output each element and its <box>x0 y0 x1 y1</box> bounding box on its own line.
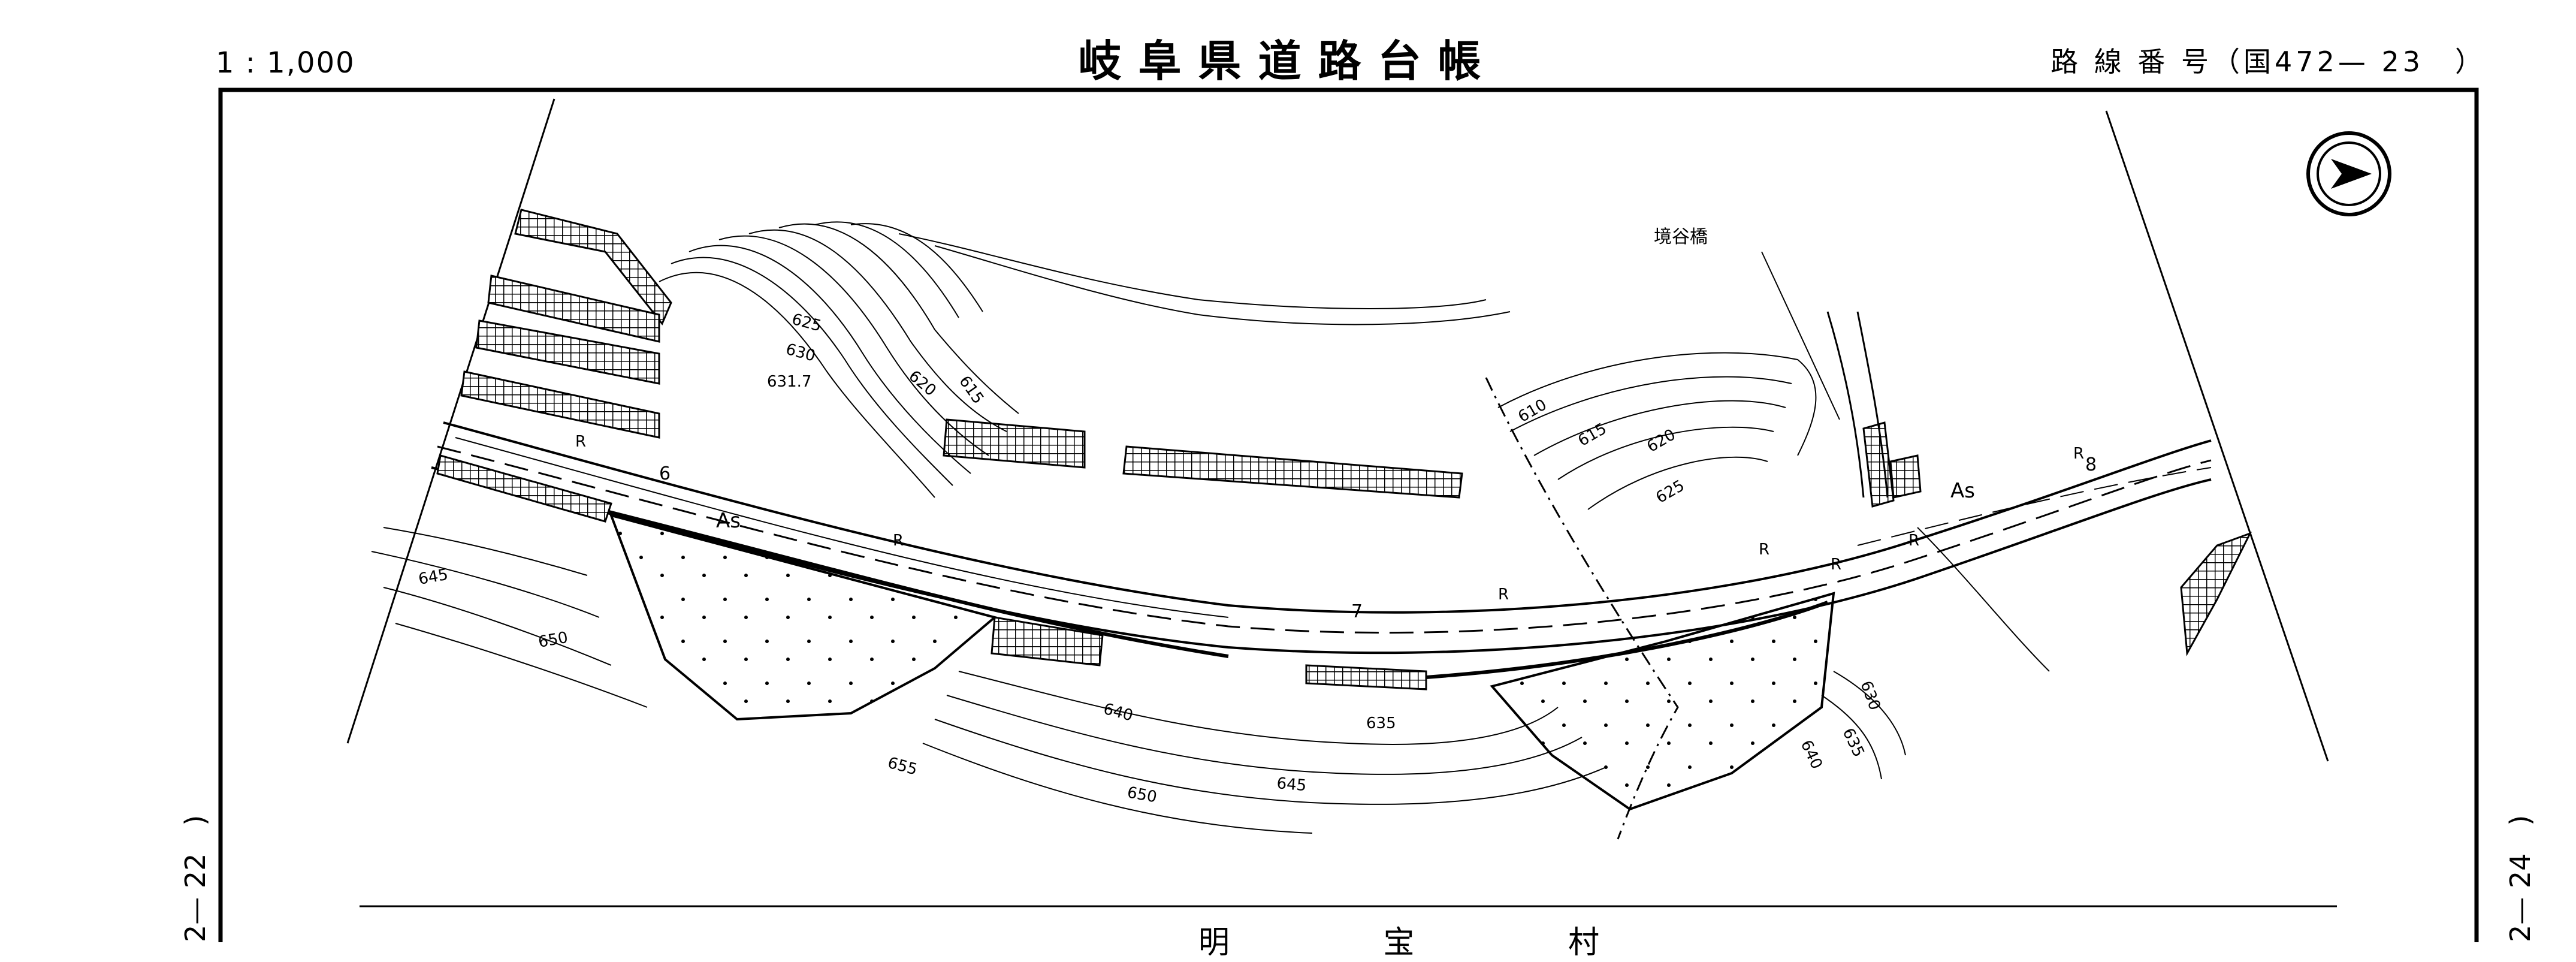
contour-label: 635 <box>1839 725 1868 760</box>
contour-label: 635 <box>1366 714 1396 732</box>
contour-label: 620 <box>1644 426 1679 456</box>
road <box>431 421 2212 679</box>
area-name: 明 宝 村 <box>1198 925 1672 961</box>
contour-label: 625 <box>1653 477 1688 507</box>
contour-label: 631.7 <box>767 373 811 391</box>
contour-label: 655 <box>886 754 919 779</box>
contour-label: 630 <box>1856 678 1883 713</box>
bridge-name: 境谷橋 <box>1654 227 1708 248</box>
road-surface-label: As <box>716 509 741 533</box>
page-title: 岐阜県道路台帳 <box>1078 35 1498 86</box>
boundary-dashdot <box>1485 377 1679 840</box>
route-marker: 7 <box>1351 601 1363 622</box>
contour-label: 640 <box>1797 737 1826 772</box>
retaining-mark: R <box>1908 532 1919 550</box>
route-marker: 8 <box>2085 454 2097 475</box>
contour-label: 645 <box>417 566 449 589</box>
contour-label: 650 <box>537 629 569 652</box>
map-frame <box>218 88 2479 942</box>
retaining-mark: R <box>1498 586 1509 604</box>
retaining-mark: R <box>1759 541 1769 559</box>
contour-label: 650 <box>1126 783 1158 806</box>
road-surface-label: As <box>1950 479 1975 503</box>
contour-label: 615 <box>955 373 987 408</box>
contour-label: 645 <box>1276 774 1307 795</box>
next-sheet-ref: 2— 24 ) <box>2504 815 2536 942</box>
retaining-mark: R <box>893 532 904 550</box>
route-number: 路 線 番 号（国472— 23 ） <box>2050 46 2486 78</box>
map-scale: 1 : 1,000 <box>216 46 355 80</box>
route-marker: 6 <box>659 463 671 484</box>
contour-lines <box>371 221 2050 834</box>
contour-label: 630 <box>784 340 817 366</box>
embankments <box>609 514 1835 811</box>
retaining-mark: R <box>2073 445 2084 463</box>
contour-label: 610 <box>1515 396 1550 426</box>
bridge <box>1761 251 1889 498</box>
contour-label: 640 <box>1101 700 1135 725</box>
boundary-right <box>2105 110 2329 762</box>
retaining-mark: R <box>575 433 586 451</box>
contour-label: 625 <box>790 310 823 336</box>
prev-sheet-ref: 2— 22 ) <box>179 815 212 942</box>
north-arrow <box>2306 131 2391 216</box>
retaining-mark: R <box>1831 556 1841 574</box>
boundary-left <box>346 98 555 744</box>
hatched-walls <box>436 209 2252 690</box>
